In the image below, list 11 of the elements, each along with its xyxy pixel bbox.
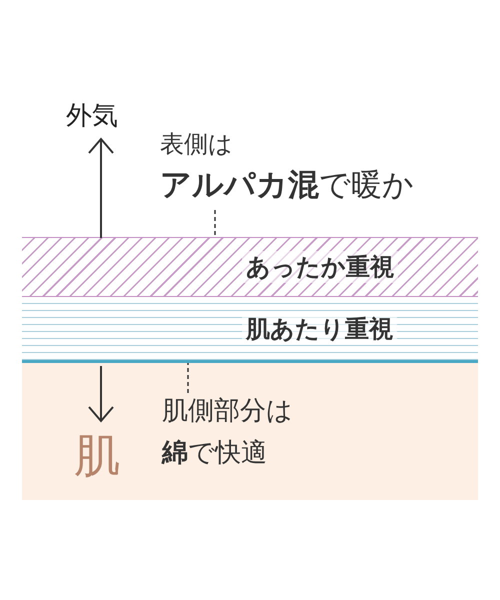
- note-text: 肌側部分は: [162, 395, 293, 428]
- note-text: 表側は: [160, 129, 233, 160]
- skin-area: [22, 363, 478, 500]
- layer-label: 肌あたり重視: [242, 313, 397, 345]
- note-text: 綿で快適: [162, 437, 267, 470]
- skin-label: 肌: [74, 427, 120, 484]
- leader-line: [187, 363, 189, 393]
- leader-line: [214, 210, 216, 237]
- note-text: アルパカ混で暖か: [160, 166, 414, 205]
- layer-label: あったか重視: [242, 251, 398, 283]
- air-label: 外気: [66, 100, 118, 133]
